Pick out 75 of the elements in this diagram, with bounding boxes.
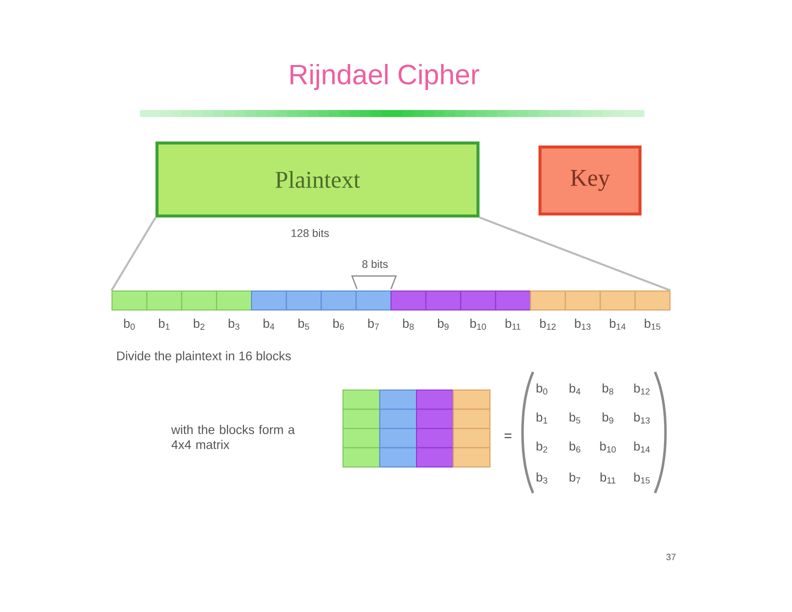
block-label: b$_{9}$ (438, 318, 449, 330)
bit-block (564, 290, 601, 310)
block-label: b$_{1}$ (158, 318, 170, 330)
matrix-entry: b$_{8}$ (602, 383, 614, 395)
matrix-entry: b$_{2}$ (536, 441, 548, 452)
matrix-block (379, 447, 417, 468)
matrix-block (416, 408, 454, 429)
caption-text: with the blocks form a 4x4 matrix (171, 424, 295, 450)
block-label: b$_{14}$ (610, 318, 626, 330)
bit-block (286, 290, 322, 310)
block-label: b$_{2}$ (194, 318, 204, 330)
key-box: Key (538, 146, 642, 216)
block-label: b$_{15}$ (644, 318, 660, 330)
bit-block (600, 290, 636, 310)
block-label: b$_{7}$ (368, 318, 379, 330)
matrix-entry: b$_{5}$ (570, 412, 580, 424)
matrix-entry: b$_{0}$ (536, 383, 548, 395)
matrix-block (452, 447, 490, 468)
bit-block (251, 290, 287, 310)
matrix-block (452, 408, 490, 429)
bit-block (634, 290, 670, 310)
matrix-entry: b$_{6}$ (570, 441, 580, 453)
equals-sign: = (504, 434, 512, 438)
matrix-block (379, 389, 417, 410)
matrix-entry: b$_{3}$ (536, 472, 548, 484)
block-label: b$_{6}$ (333, 318, 344, 330)
matrix-entry: b$_{9}$ (602, 412, 614, 424)
matrix-block (416, 389, 454, 410)
matrix-block (416, 447, 454, 468)
block-label: b$_{10}$ (470, 318, 486, 330)
zoom-line (479, 216, 671, 292)
bit-block (460, 290, 496, 310)
bit-block (530, 290, 566, 310)
block-label: b$_{5}$ (298, 318, 310, 330)
bit-block (390, 290, 426, 310)
matrix-entry: b$_{4}$ (570, 384, 580, 394)
size-label: 128 bits (292, 228, 329, 238)
block-label: b$_{11}$ (506, 318, 520, 330)
matrix-block (379, 408, 417, 429)
matrix-entry: b$_{11}$ (600, 472, 616, 484)
matrix-block (342, 428, 380, 448)
block-label: b$_{12}$ (540, 318, 556, 330)
matrix-entry: b$_{10}$ (600, 441, 616, 453)
bit-block (146, 290, 182, 310)
bit-block (320, 290, 357, 310)
block-label: b$_{4}$ (264, 318, 274, 330)
plaintext-box: Plaintext (156, 142, 480, 218)
bit-block (112, 290, 148, 310)
matrix-block (342, 408, 380, 429)
bit-block (425, 290, 462, 310)
zoom-line (110, 216, 156, 291)
matrix-block (452, 389, 490, 410)
matrix-block (342, 389, 380, 410)
matrix-entry: b$_{13}$ (634, 412, 650, 424)
matrix-entry: b$_{15}$ (634, 472, 650, 484)
page-number: 37 (666, 554, 676, 560)
block-label: b$_{8}$ (403, 318, 414, 330)
matrix-entry: b$_{1}$ (536, 412, 548, 424)
matrix-entry: b$_{12}$ (634, 383, 650, 394)
matrix-block (342, 447, 380, 468)
bit-block (181, 290, 218, 310)
matrix-block (452, 428, 490, 448)
matrix-block (379, 428, 417, 448)
size-label: 8 bits (362, 260, 388, 268)
bit-block (356, 290, 392, 310)
caption-text: Divide the plaintext in 16 blocks (117, 351, 291, 363)
bit-block (216, 290, 252, 310)
block-label: b$_{13}$ (575, 318, 591, 330)
matrix-entry: b$_{14}$ (634, 442, 650, 452)
title: Rijndael Cipher (290, 64, 480, 90)
block-label: b$_{3}$ (228, 318, 240, 330)
matrix-block (416, 428, 454, 448)
bit-block (495, 290, 531, 310)
block-label: b$_{0}$ (124, 318, 135, 330)
matrix-entry: b$_{7}$ (570, 472, 580, 484)
